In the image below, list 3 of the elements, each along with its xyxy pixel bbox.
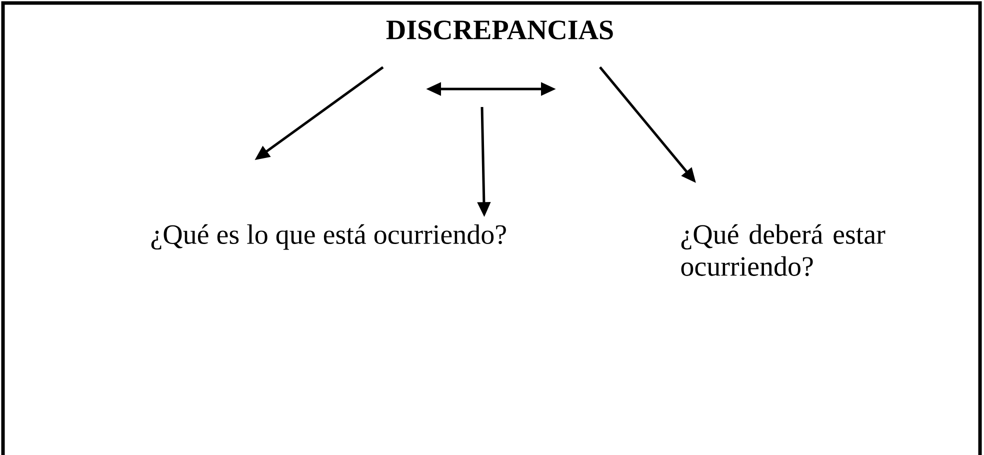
question-text: ¿Qué deberá estar ocurriendo?: [681, 224, 886, 276]
heading: DISCREPANCIAS: [386, 20, 613, 40]
question-text: ¿Qué es lo que está ocurriendo?: [151, 224, 506, 250]
